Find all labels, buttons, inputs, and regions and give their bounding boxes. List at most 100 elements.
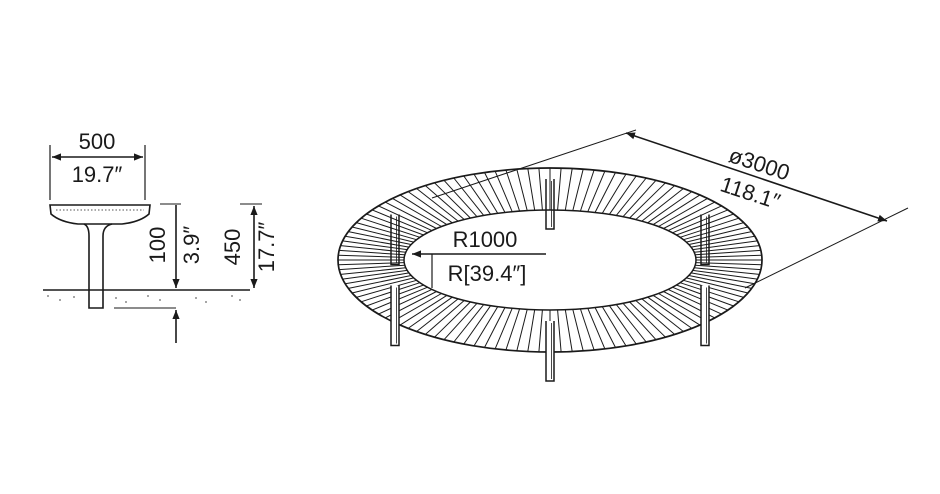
ring-slat — [356, 279, 417, 298]
ring-slat — [342, 240, 408, 251]
ring-slat — [360, 217, 421, 238]
ring-slat — [692, 269, 758, 280]
ring-slat — [615, 304, 647, 343]
ring-slat — [494, 308, 513, 350]
bench-leg-outline — [390, 285, 400, 347]
ring-slat — [527, 168, 536, 211]
ring-slat — [516, 168, 528, 211]
ring-slat — [494, 170, 513, 212]
ring-slat — [688, 275, 752, 289]
ring-slat — [538, 309, 543, 352]
radius-mm-label: R1000 — [453, 227, 518, 252]
ground-hatch — [47, 295, 241, 303]
ring-slat — [416, 188, 459, 222]
ring-slat — [340, 245, 406, 253]
clearance-mm-label: 100 — [145, 227, 170, 264]
height-in-label: 17.7″ — [254, 221, 279, 272]
ring-slat — [694, 245, 760, 253]
ring-slat — [695, 262, 762, 266]
ring-slat — [572, 168, 584, 211]
ring-slat — [622, 302, 657, 341]
ring-slat — [338, 254, 405, 258]
ring-slat — [356, 222, 417, 241]
ring-slat — [443, 179, 478, 218]
ring-slat — [688, 231, 752, 245]
width-in-label: 19.7″ — [72, 162, 123, 187]
ring-slat — [667, 288, 722, 315]
ring-slat — [348, 231, 412, 245]
ring-slat — [690, 272, 755, 285]
ring-slat — [378, 205, 433, 232]
ring-slat — [348, 275, 412, 289]
ring-slat — [425, 300, 465, 335]
ring-slat — [505, 308, 521, 351]
ring-slat — [579, 169, 595, 212]
ring-slat — [629, 301, 666, 338]
ring-slat — [399, 294, 448, 326]
ring-slat — [564, 168, 573, 211]
ring-slat — [484, 172, 506, 213]
ring-slat — [399, 194, 448, 226]
ring-slat — [564, 309, 573, 352]
ring-slat — [407, 191, 453, 224]
ring-slat — [342, 269, 408, 280]
ring-slat — [345, 272, 410, 285]
diameter-extension-top — [431, 129, 637, 199]
ring-slat — [505, 169, 521, 212]
ring-slat — [434, 301, 471, 338]
ring-slat — [658, 293, 708, 323]
ring-slat — [473, 306, 499, 347]
ring-slat — [366, 213, 424, 236]
ring-slat — [425, 185, 465, 220]
ring-slat — [392, 293, 442, 323]
bench-leg — [390, 285, 400, 347]
bench-leg-outline — [545, 321, 555, 382]
plan-view: ø3000 118.1″ R1000 R[39.4″] — [337, 129, 909, 382]
ring-slat — [690, 235, 755, 248]
height-mm-label: 450 — [220, 229, 245, 266]
ring-slat — [652, 194, 701, 226]
ring-slat — [587, 308, 606, 350]
ring-slat — [340, 267, 406, 275]
ring-slat — [453, 304, 485, 343]
ring-slat — [463, 305, 492, 345]
ring-slat — [473, 173, 499, 214]
bench-leg — [700, 214, 710, 266]
side-view: 500 19.7″ 100 3.9″ 450 17.7″ — [43, 129, 279, 343]
ring-slat — [339, 249, 405, 256]
ring-slat — [351, 226, 414, 243]
ring-slat — [695, 254, 762, 258]
bench-leg-outline — [700, 214, 710, 266]
ring-slat — [695, 249, 761, 256]
ring-slat — [683, 279, 744, 298]
ring-slat — [538, 168, 543, 211]
ring-slat — [407, 296, 453, 329]
ring-slat — [629, 182, 666, 219]
ring-slat — [686, 226, 749, 243]
ring-slat — [557, 309, 562, 352]
ring-slat — [635, 300, 675, 335]
ring-slat — [484, 307, 506, 348]
ring-slat — [416, 298, 459, 332]
ring-slat — [587, 170, 606, 212]
ring-slat — [453, 177, 485, 216]
bench-leg — [700, 285, 710, 347]
ring-slat — [672, 286, 728, 311]
seat-profile — [49, 204, 151, 225]
clearance-in-label: 3.9″ — [179, 226, 204, 265]
ring-slat — [384, 201, 437, 229]
bench-leg-outline — [700, 285, 710, 347]
ring-slat — [443, 302, 478, 341]
bench-leg-outline — [390, 214, 400, 266]
ring-slat — [579, 308, 595, 351]
ring-slat — [434, 182, 471, 219]
radius-in-label: R[39.4″] — [448, 261, 527, 286]
ring-slat — [694, 267, 760, 275]
ring-slat — [692, 240, 758, 251]
ring-slat — [695, 264, 761, 271]
ring-slat — [339, 264, 405, 271]
ring-slat — [601, 173, 627, 214]
ring-slat — [594, 172, 616, 213]
ring-slat — [608, 305, 637, 345]
